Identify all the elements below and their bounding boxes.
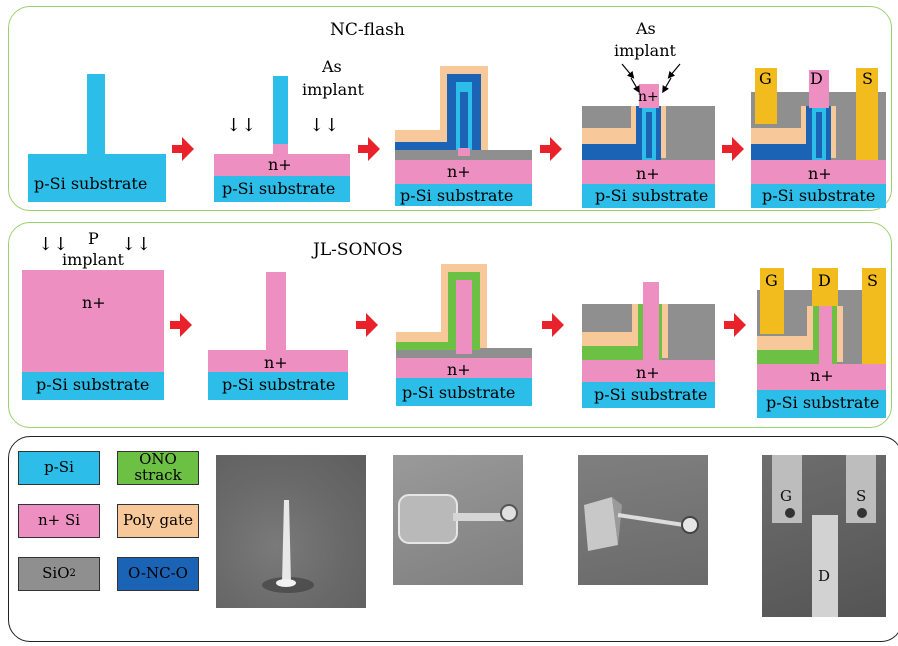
legend-nplus: n+ Si: [18, 504, 100, 538]
jl-sonos-panel: [8, 222, 892, 428]
svg-text:n+: n+: [810, 366, 834, 385]
jl-sonos-title: JL-SONOS: [313, 240, 403, 260]
sem-image-nanowire: [216, 455, 366, 608]
nc-flash-diagrams: p-Si substrate n+ p-Si substrate ↓↓ ↓↓ A…: [28, 19, 886, 208]
svg-text:n+: n+: [808, 164, 832, 183]
fin-pillar: [87, 74, 105, 156]
svg-text:p-Si substrate: p-Si substrate: [222, 375, 335, 394]
nc-step-3: n+ p-Si substrate: [395, 66, 532, 206]
legend-onc: O-NC-O: [117, 557, 199, 591]
drain-label: D: [818, 271, 831, 290]
red-arrow-icon: [356, 313, 378, 337]
fin-nplus: [273, 144, 288, 154]
nc-flash-title: NC-flash: [330, 20, 405, 40]
svg-text:p-Si substrate: p-Si substrate: [595, 186, 708, 205]
svg-text:n+: n+: [638, 89, 659, 105]
implant-label-line1: As: [321, 57, 342, 76]
jl-step-1: ↓↓ ↓↓ P implant n+ p-Si substrate: [22, 229, 164, 400]
implant-label-line2: implant: [302, 80, 364, 99]
nc-step-5: G D S n+ p-Si substrate: [751, 68, 886, 208]
substrate-block: [214, 176, 350, 202]
source-label: S: [867, 271, 878, 290]
svg-text:p-Si substrate: p-Si substrate: [762, 186, 875, 205]
nplus-layer: [214, 154, 350, 176]
red-arrow-icon: [358, 137, 380, 161]
nc-flash-panel: [8, 6, 892, 211]
jl-step-3: n+ p-Si substrate: [396, 264, 532, 406]
legend-sem-panel: [8, 436, 898, 642]
nc-step-2: n+ p-Si substrate ↓↓ ↓↓ As implant: [214, 57, 364, 202]
fin-pillar: [273, 76, 288, 144]
svg-text:n+: n+: [636, 363, 660, 382]
svg-text:p-Si substrate: p-Si substrate: [766, 393, 879, 412]
gate-label: G: [765, 271, 778, 290]
legend-ono: ONO strack: [117, 451, 199, 485]
svg-text:n+: n+: [447, 162, 471, 181]
svg-text:p-Si substrate: p-Si substrate: [594, 385, 707, 404]
red-arrow-icon: [722, 137, 744, 161]
svg-text:p-Si substrate: p-Si substrate: [400, 186, 513, 205]
substrate-label: p-Si substrate: [222, 179, 335, 198]
implant-arrows: ↓↓: [226, 115, 256, 136]
implant-label-line2: implant: [62, 250, 124, 269]
red-arrow-icon: [172, 137, 194, 161]
jl-step-2: n+ p-Si substrate: [208, 272, 348, 400]
nc-step-4: n+ n+ p-Si substrate As implant: [582, 19, 715, 208]
svg-text:n+: n+: [636, 164, 660, 183]
red-arrow-icon: [542, 313, 564, 337]
legend-poly: Poly gate: [117, 504, 199, 538]
red-arrow-icon: [540, 137, 562, 161]
jl-step-5: G D S n+ p-Si substrate: [757, 268, 886, 418]
sem-image-device: G S D: [762, 455, 886, 617]
implant-arrows: ↓↓: [121, 234, 151, 255]
svg-text:implant: implant: [614, 41, 676, 60]
implant-arrows: ↓↓: [309, 115, 339, 136]
jl-sonos-diagrams: ↓↓ ↓↓ P implant n+ p-Si substrate n+ p-S…: [22, 229, 886, 418]
gate-label: G: [759, 69, 772, 88]
nplus-label: n+: [268, 155, 292, 174]
sem-gate-label: G: [780, 487, 792, 505]
source-label: S: [862, 69, 873, 88]
svg-text:As: As: [635, 19, 656, 38]
legend-psi: p-Si: [18, 451, 100, 485]
implant-arrows: ↓↓: [38, 234, 68, 255]
nc-step-1: p-Si substrate: [28, 74, 166, 202]
svg-text:n+: n+: [82, 293, 106, 312]
sem-image-wire-dot: [578, 455, 708, 585]
substrate-label: p-Si substrate: [34, 174, 147, 193]
svg-text:n+: n+: [447, 360, 471, 379]
svg-text:p-Si substrate: p-Si substrate: [36, 375, 149, 394]
svg-text:n+: n+: [264, 353, 288, 372]
red-arrow-icon: [724, 313, 746, 337]
sem-image-pad-wire: [393, 455, 523, 585]
implant-label-line1: P: [88, 229, 99, 248]
svg-text:p-Si substrate: p-Si substrate: [402, 383, 515, 402]
sem-source-label: S: [856, 487, 866, 505]
substrate-block: [28, 154, 166, 202]
sem-drain-label: D: [818, 567, 830, 585]
jl-step-4: n+ p-Si substrate: [582, 282, 715, 408]
drain-label: D: [810, 69, 823, 88]
red-arrow-icon: [170, 313, 192, 337]
